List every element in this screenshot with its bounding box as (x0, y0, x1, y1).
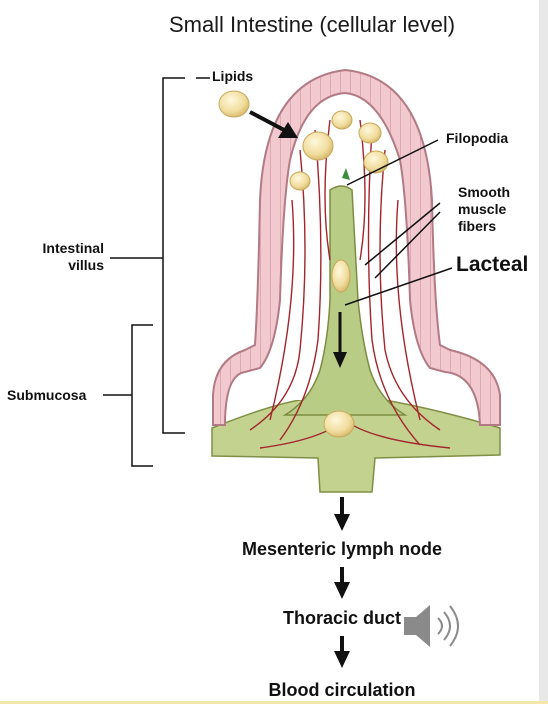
submucosa-bracket (103, 324, 153, 467)
flow-arrows (334, 497, 350, 668)
lipid-arrow (249, 110, 298, 138)
smooth-muscle-label-line-3: fibers (458, 218, 497, 234)
scrollbar[interactable] (539, 0, 548, 704)
lacteal-flow-arrow (333, 312, 347, 368)
flow-step-thoracic-duct: Thoracic duct (282, 608, 402, 628)
submucosa-tissue (211, 399, 501, 493)
speaker-icon (404, 605, 459, 647)
filopodia-tip (342, 168, 350, 180)
intestinal-villus-label-line-2: villus (68, 257, 104, 273)
filopodia-label: Filopodia (446, 130, 509, 146)
lacteal-label: Lacteal (456, 253, 529, 276)
flow-step-mesenteric-lymph-node: Mesenteric lymph node (241, 539, 443, 559)
smooth-muscle-label-line-1: Smooth (458, 184, 511, 200)
lacteal-line (344, 267, 453, 306)
intestinal-villus-label-line-1: Intestinal (42, 240, 104, 256)
lipids-label: Lipids (212, 68, 254, 84)
flow-step-blood-circulation: Blood circulation (268, 680, 416, 700)
bottom-divider (0, 701, 548, 704)
filopodia-line (346, 139, 439, 186)
smooth-muscle-label-line-2: muscle (458, 201, 507, 217)
intestinal-villus-label: Intestinal villus (32, 240, 104, 274)
smooth-muscle-label: Smooth muscle fibers (458, 184, 510, 235)
epithelium (212, 68, 501, 426)
submucosa-label: Submucosa (7, 387, 87, 403)
lipid-droplets (218, 90, 389, 438)
smooth-muscle-line (364, 202, 441, 279)
page-title: Small Intestine (cellular level) (168, 12, 456, 37)
capillary-network (249, 119, 451, 449)
lacteal-vessel (282, 185, 408, 416)
villus-bracket (110, 77, 185, 434)
